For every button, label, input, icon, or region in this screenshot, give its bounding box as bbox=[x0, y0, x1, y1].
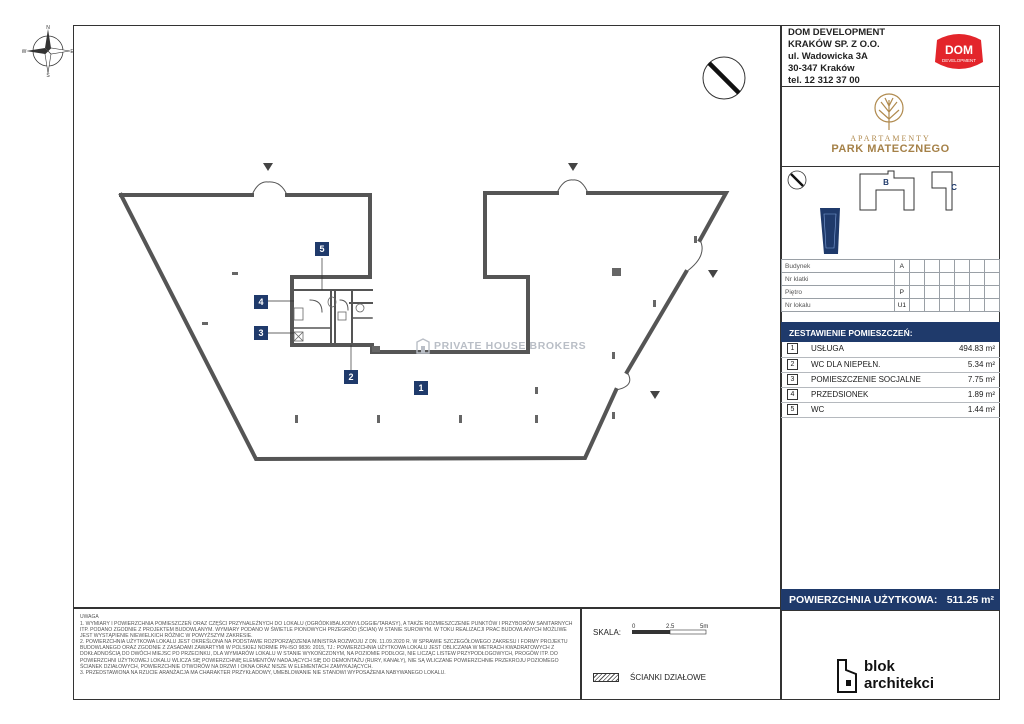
divider bbox=[781, 387, 1000, 388]
partition-wall-label: ŚCIANKI DZIAŁOWE bbox=[630, 673, 707, 682]
divider bbox=[781, 417, 1000, 418]
divider bbox=[781, 166, 1000, 167]
key-plan: B C bbox=[787, 170, 957, 254]
room-name: WC bbox=[811, 405, 825, 414]
project-subtitle: APARTAMENTY bbox=[850, 134, 931, 143]
info-label: Nr klatki bbox=[781, 272, 895, 286]
notes: 1. WYMIARY I POWIERZCHNIA POMIESZCZEŃ OR… bbox=[80, 621, 577, 676]
total-area-value: 511.25 m² bbox=[946, 594, 994, 606]
compass-rose-icon: N S E W bbox=[22, 25, 74, 77]
architect-line1: blok bbox=[864, 658, 895, 675]
floor-plan bbox=[118, 163, 730, 462]
room-name: POMIESZCZENIE SOCJALNE bbox=[811, 375, 921, 384]
room-row: 4 PRZEDSIONEK 1.89 m² bbox=[787, 388, 997, 402]
note-item: 2. POWIERZCHNIA UŻYTKOWA LOKALU JEST OKR… bbox=[80, 639, 568, 670]
compass-w: W bbox=[22, 49, 27, 55]
rooms-header: ZESTAWIENIE POMIESZCZEŃ: bbox=[781, 322, 1000, 342]
scale-tick-0: 0 bbox=[632, 624, 636, 630]
compass-s: S bbox=[46, 73, 50, 77]
north-arrow-icon bbox=[702, 56, 746, 100]
project-title: PARK MATECZNEGO bbox=[831, 143, 950, 155]
room-area: 1.44 m² bbox=[967, 405, 995, 414]
svg-text:DEVELOPMENT: DEVELOPMENT bbox=[942, 58, 976, 63]
total-area-label: POWIERZCHNIA UŻYTKOWA: bbox=[789, 594, 938, 606]
scale-tick-2: 5m bbox=[700, 624, 708, 630]
plan-label-4: 4 bbox=[254, 295, 268, 309]
note-item: 3. PRZEDSTAWIONA NA RZUCIE ARANŻACJA MA … bbox=[80, 669, 446, 676]
company-name: DOM DEVELOPMENT bbox=[788, 27, 886, 38]
room-name: PRZEDSIONEK bbox=[811, 390, 869, 399]
info-value: A bbox=[893, 259, 911, 273]
info-panel bbox=[781, 25, 1000, 700]
room-number: 2 bbox=[787, 359, 798, 370]
room-number: 4 bbox=[787, 389, 798, 400]
room-area: 1.89 m² bbox=[967, 390, 995, 399]
dom-development-logo: DOM DEVELOPMENT bbox=[933, 32, 985, 74]
legend-frame bbox=[581, 608, 781, 700]
watermark: PRIVATE HOUSE BROKERS bbox=[416, 338, 587, 354]
info-value: P bbox=[893, 285, 911, 299]
keyplan-b: B bbox=[883, 178, 889, 187]
room-name: WC DLA NIEPEŁN. bbox=[811, 360, 881, 369]
partition-wall-swatch bbox=[593, 673, 619, 682]
tree-logo-icon bbox=[874, 93, 904, 130]
info-value: U1 bbox=[893, 298, 911, 312]
room-area: 5.34 m² bbox=[967, 360, 995, 369]
notes-frame bbox=[73, 608, 581, 700]
divider bbox=[781, 357, 1000, 358]
room-area: 7.75 m² bbox=[967, 375, 995, 384]
company-address: DOM DEVELOPMENT KRAKÓW SP. Z O.O. ul. Wa… bbox=[788, 27, 928, 87]
room-row: 3 POMIESZCZENIE SOCJALNE 7.75 m² bbox=[787, 373, 997, 387]
info-row: Nr klatki bbox=[781, 272, 1000, 286]
total-area-bar: POWIERZCHNIA UŻYTKOWA: 511.25 m² bbox=[781, 589, 1000, 610]
note-item: 1. WYMIARY I POWIERZCHNIA POMIESZCZEŃ OR… bbox=[80, 621, 573, 640]
plan-frame bbox=[73, 25, 781, 608]
compass-e: E bbox=[70, 49, 74, 55]
company-legal: KRAKÓW SP. Z O.O. bbox=[788, 39, 880, 50]
divider bbox=[781, 402, 1000, 403]
plan-label-1: 1 bbox=[414, 381, 428, 395]
divider bbox=[781, 372, 1000, 373]
divider bbox=[781, 86, 1000, 87]
architect-line2: architekci bbox=[864, 675, 935, 692]
room-area: 494.83 m² bbox=[958, 344, 995, 353]
room-row: 1 USŁUGA 494.83 m² bbox=[787, 342, 997, 356]
plan-label-5: 5 bbox=[315, 242, 329, 256]
room-name: USŁUGA bbox=[811, 344, 844, 353]
keyplan-c: C bbox=[951, 183, 957, 192]
info-label: Piętro bbox=[781, 285, 895, 299]
house-shield-icon bbox=[416, 338, 430, 354]
info-label: Budynek bbox=[781, 259, 895, 273]
room-row: 5 WC 1.44 m² bbox=[787, 403, 997, 417]
architect-name: blok architekci bbox=[864, 658, 934, 692]
plan-label-3: 3 bbox=[254, 326, 268, 340]
room-number: 3 bbox=[787, 374, 798, 385]
scale-bar: 0 2.5 5m bbox=[632, 624, 708, 635]
notes-title: UWAGA bbox=[80, 614, 99, 620]
company-phone: tel. 12 312 37 00 bbox=[788, 75, 860, 86]
architect-logo-icon bbox=[837, 659, 857, 693]
scale-tick-1: 2.5 bbox=[666, 624, 675, 630]
room-row: 2 WC DLA NIEPEŁN. 5.34 m² bbox=[787, 358, 997, 372]
room-number: 5 bbox=[787, 404, 798, 415]
scale-label: SKALA: bbox=[593, 628, 622, 637]
info-label: Nr lokalu bbox=[781, 298, 895, 312]
compass-n: N bbox=[46, 25, 50, 31]
company-street: ul. Wadowicka 3A bbox=[788, 51, 868, 62]
info-value bbox=[893, 272, 911, 286]
svg-text:DOM: DOM bbox=[945, 43, 973, 57]
divider bbox=[781, 610, 1000, 611]
room-number: 1 bbox=[787, 343, 798, 354]
watermark-text: PRIVATE HOUSE BROKERS bbox=[434, 340, 587, 352]
plan-label-2: 2 bbox=[344, 370, 358, 384]
company-city: 30-347 Kraków bbox=[788, 63, 855, 74]
